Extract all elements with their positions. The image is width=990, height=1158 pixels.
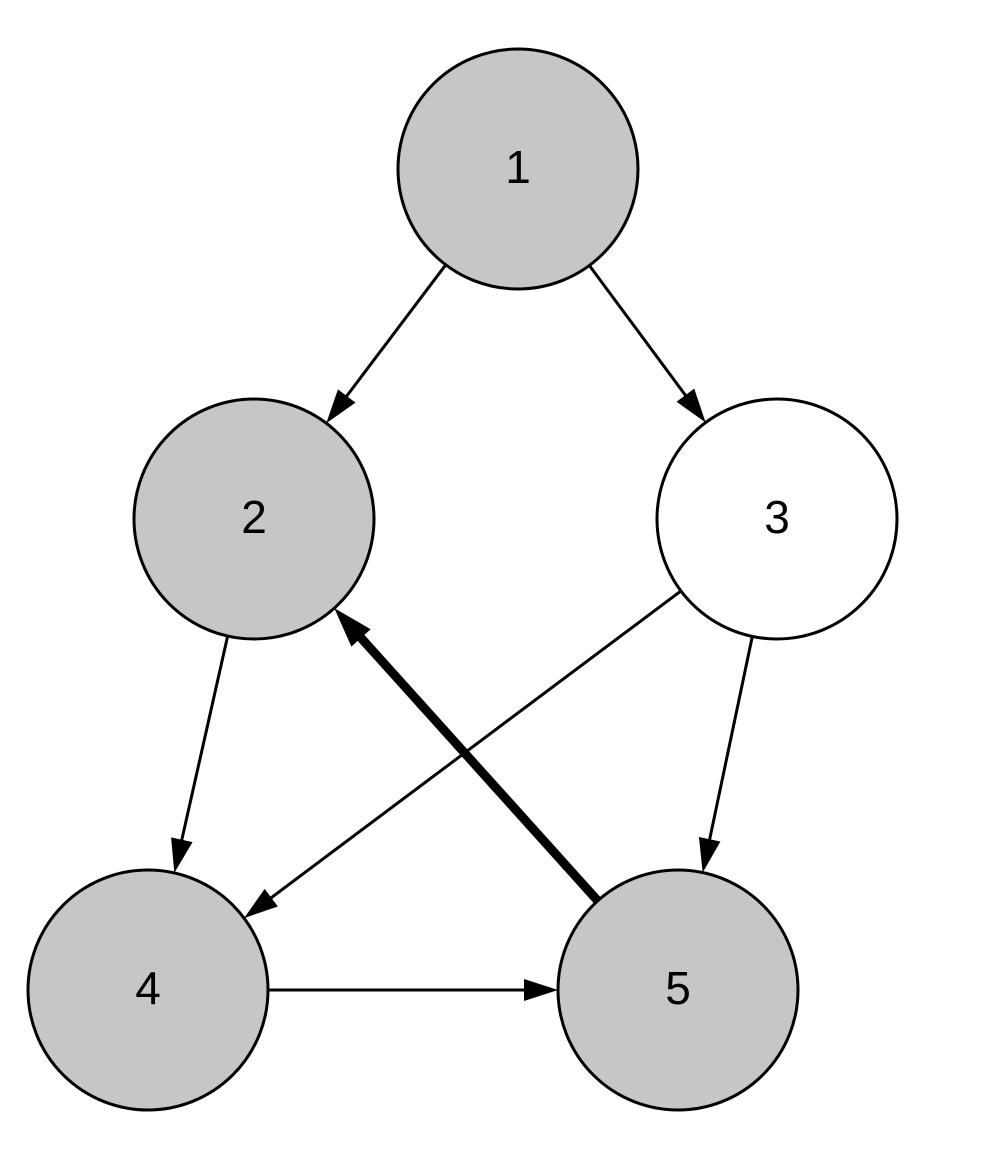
edge-1-to-2 <box>326 263 447 424</box>
edge-line <box>344 263 447 399</box>
node-4: 4 <box>26 868 270 1112</box>
arrowhead-icon <box>676 388 706 423</box>
edge-line <box>356 633 602 904</box>
node-circle <box>26 868 270 1112</box>
node-2: 2 <box>132 397 376 641</box>
node-label: 3 <box>764 491 790 543</box>
node-label: 4 <box>135 962 161 1014</box>
edge-3-to-4 <box>244 589 682 919</box>
arrowhead-icon <box>698 837 721 873</box>
node-circle <box>556 868 800 1112</box>
node-1: 1 <box>396 47 640 291</box>
edge-1-to-3 <box>588 264 706 423</box>
node-circle <box>655 397 899 641</box>
arrowhead-icon <box>171 837 193 873</box>
edge-line <box>179 635 230 843</box>
edge-4-to-5 <box>268 979 558 1001</box>
edge-5-to-2 <box>334 608 602 904</box>
node-label: 2 <box>241 491 267 543</box>
arrowhead-icon <box>524 979 558 1001</box>
edge-line <box>588 264 688 398</box>
edge-line <box>707 636 754 842</box>
arrowhead-icon <box>334 608 371 647</box>
edge-3-to-5 <box>698 636 754 873</box>
node-label: 5 <box>665 962 691 1014</box>
nodes-layer: 1 2 3 4 5 <box>26 47 899 1112</box>
edge-line <box>268 589 682 901</box>
node-label: 1 <box>505 141 531 193</box>
arrowhead-icon <box>244 888 278 919</box>
edges-layer <box>171 263 754 1001</box>
arrowhead-icon <box>326 389 356 424</box>
edge-2-to-4 <box>171 635 230 873</box>
node-circle <box>396 47 640 291</box>
node-5: 5 <box>556 868 800 1112</box>
node-3: 3 <box>655 397 899 641</box>
node-circle <box>132 397 376 641</box>
